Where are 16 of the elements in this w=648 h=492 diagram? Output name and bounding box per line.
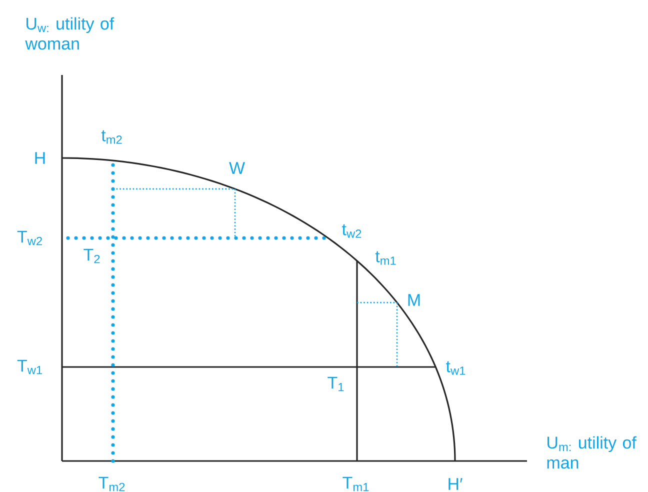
point-label: T$_{m2}$ (98, 476, 125, 492)
point-label: M (408, 294, 420, 306)
point-label: t$_{m2}$ (101, 130, 122, 144)
point-label: T$_{w1}$ (17, 360, 42, 374)
point-label: t$_{m1}$ (375, 251, 396, 265)
point-label: T$_{2}$ (84, 248, 100, 264)
axis-label: U$_{m:}$ utility of man (547, 436, 636, 469)
point-label: T$_{1}$ (328, 376, 344, 392)
point-label: H (35, 152, 45, 164)
point-label: W (229, 162, 245, 174)
point-label: T$_{m1}$ (342, 476, 369, 492)
point-label: t$_{w2}$ (342, 224, 362, 238)
point-label: T$_{w2}$ (17, 230, 42, 246)
point-label: t$_{w1}$ (446, 361, 466, 375)
point-label: H′ (448, 478, 462, 490)
axis-label: U$_{w:}$ utility of woman (25, 17, 114, 50)
